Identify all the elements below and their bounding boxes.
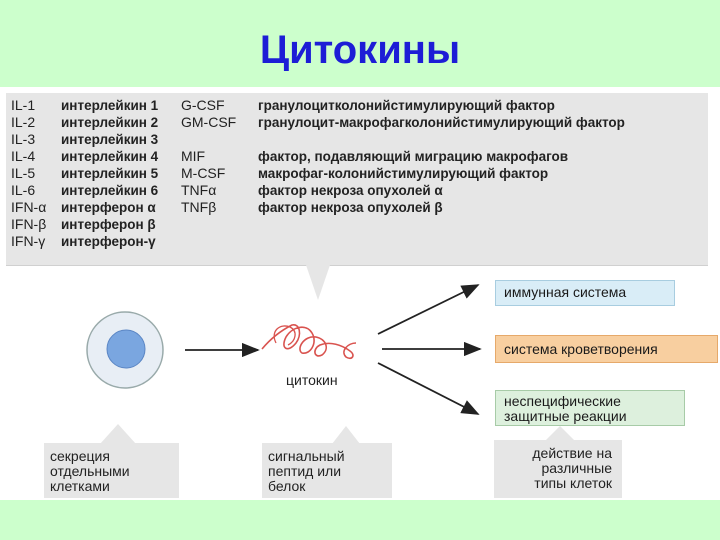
cell-nucleus: [106, 329, 146, 369]
legend-abbr: IL-5: [11, 165, 36, 181]
cytokine-label: цитокин: [286, 372, 338, 388]
legend-desc: фактор, подавляющий миграцию макрофагов: [258, 149, 569, 164]
page-title: Цитокины: [259, 28, 461, 72]
cytokine-strand: [261, 324, 357, 360]
legend-abbr: IL-6: [11, 182, 36, 198]
legend-name: интерлейкин 5: [61, 166, 159, 181]
action-pointer: [545, 426, 575, 441]
legend-code: GM-CSF: [181, 114, 237, 130]
legend-name: интерферон-γ: [61, 234, 156, 249]
legend-desc: фактор некроза опухолей β: [258, 200, 443, 215]
legend-abbr: IL-3: [11, 131, 36, 147]
legend-desc: фактор некроза опухолей α: [258, 183, 443, 198]
legend-abbr: IFN-α: [11, 199, 47, 215]
target-hemopoiesis: система кроветворения: [495, 335, 718, 363]
legend-abbr: IL-1: [11, 97, 36, 113]
target-nonspecific-defense: неспецифические защитные реакции: [495, 390, 685, 426]
legend-code: G-CSF: [181, 97, 225, 113]
flow-diagram: [86, 265, 575, 444]
legend-desc: гранулоцитколонийстимулирующий фактор: [258, 98, 555, 113]
legend-code: TNFβ: [181, 199, 217, 215]
peptide-pointer: [332, 426, 360, 444]
arrow-to-defense: [377, 362, 480, 415]
cytokine-strand-loop: [273, 325, 296, 346]
legend-code: M-CSF: [181, 165, 226, 181]
peptide-label: сигнальный пептид или белок: [262, 443, 392, 498]
legend-abbr: IL-4: [11, 148, 36, 164]
target-immune-system: иммунная система: [495, 280, 675, 306]
legend-name: интерлейкин 1: [61, 98, 159, 113]
secretion-pointer: [100, 424, 136, 444]
cytokine-figure: IL-1 интерлейкин 1 IL-2 интерлейкин 2 IL…: [0, 87, 720, 500]
legend-name: интерферон α: [61, 200, 156, 215]
legend-code: TNFα: [181, 182, 217, 198]
legend-code: MIF: [181, 148, 206, 164]
action-label: действие на различные типы клеток: [494, 440, 622, 498]
secretion-label: секреция отдельными клетками: [44, 443, 179, 498]
legend-pointer: [306, 265, 330, 300]
legend-name: интерлейкин 6: [61, 183, 159, 198]
abbreviation-legend: IL-1 интерлейкин 1 IL-2 интерлейкин 2 IL…: [6, 93, 708, 266]
arrow-to-immune: [377, 284, 480, 335]
legend-desc: гранулоцит-макрофагколонийстимулирующий …: [258, 115, 625, 130]
legend-abbr: IFN-γ: [11, 233, 46, 249]
legend-abbr: IL-2: [11, 114, 36, 130]
legend-desc: макрофаг-колонийстимулирующий фактор: [258, 166, 549, 181]
legend-name: интерлейкин 2: [61, 115, 159, 130]
legend-name: интерлейкин 4: [61, 149, 159, 164]
legend-name: интерлейкин 3: [61, 132, 159, 147]
legend-name: интерферон β: [61, 217, 156, 232]
legend-abbr: IFN-β: [11, 216, 47, 232]
